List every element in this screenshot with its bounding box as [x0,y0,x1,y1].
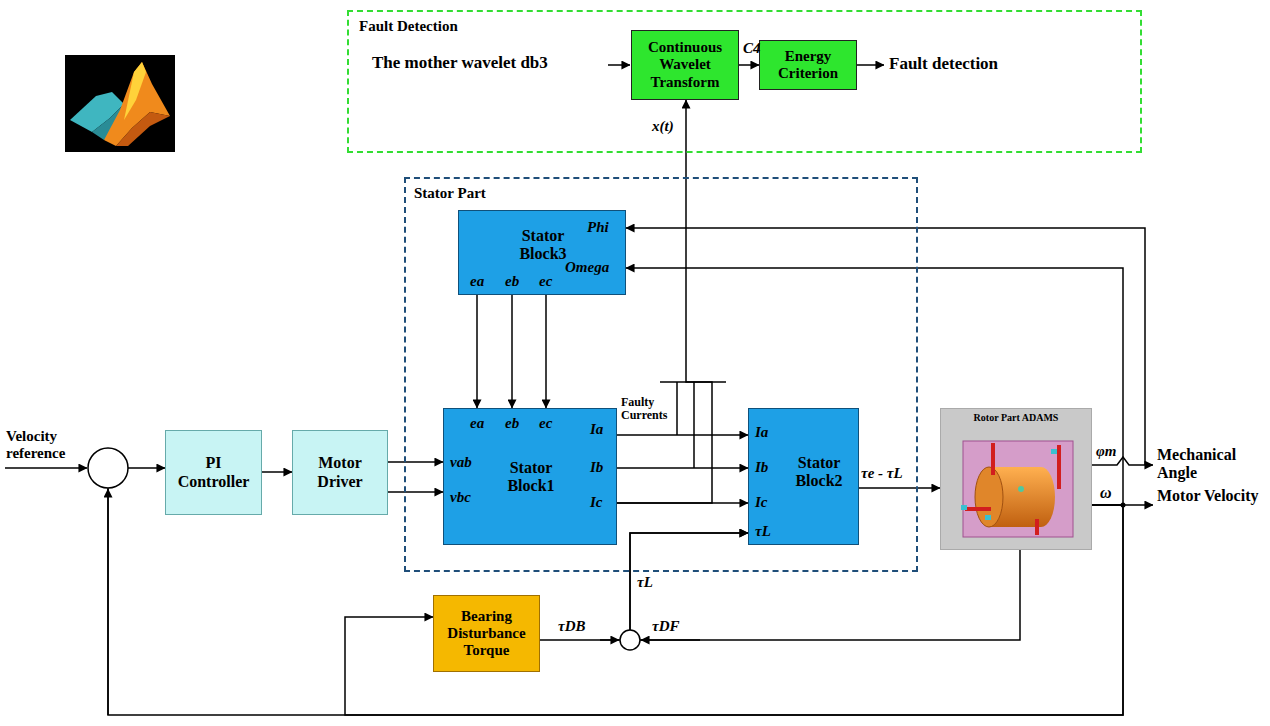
signal-connector [511,295,513,408]
signal-connector [476,295,478,408]
pin-name: ec [539,273,552,290]
node-title: Continuous Wavelet Transform [638,39,732,91]
signal-name: τe - τL [861,465,903,482]
signal-connector [859,487,940,489]
node-title: Stator Block2 [783,454,855,491]
node-title: PI Controller [172,454,255,491]
signal-name: τDB [558,618,586,635]
pin-name: eb [505,415,519,432]
signal-name: φm [1096,443,1116,460]
signal-connector [617,100,712,503]
signal-connector [617,467,748,469]
controller-box: PI Controller [165,430,262,515]
node-title: Stator Part [414,185,486,202]
node-title: Stator Block1 [486,459,576,496]
stator-block: Stator Block2 IaIbIc τL [748,408,859,545]
branch-dot [1121,503,1126,508]
pin-name: Ia [755,424,768,441]
driver-box: Motor Driver [292,430,388,515]
pin-name: ec [539,415,552,432]
rotor-part: Rotor Part ADAMS [940,408,1092,550]
pin-name: τL [755,523,771,540]
signal-connector [388,461,443,463]
signal-name: x(t) [652,118,674,135]
stator-block: Stator Block3PhiOmega ea eb ec [458,210,626,295]
node-title: Motor Driver [299,454,381,491]
signal-name: C4 [743,40,761,57]
input-label: The mother wavelet db3 [372,54,548,73]
wires [5,65,1153,715]
node-title: Energy Criterion [766,48,850,83]
signal-connector [739,64,759,66]
input-label: Velocity reference [6,428,92,461]
stator-block: Stator Block1 ea eb ec IaIbIc vab vbc [443,408,617,545]
signal-connector [617,434,748,436]
pin-name: ea [470,415,484,432]
pin-name: ea [470,273,484,290]
signal-connector [262,471,292,473]
sum-junction [620,630,640,650]
sum-junction [88,448,128,488]
pin-name: Phi [587,219,609,236]
process-box: Energy Criterion [759,40,857,90]
pin-name: vab [450,454,472,471]
output-label: Mechanical Angle [1157,446,1262,481]
node-title: Rotor Part ADAMS [974,412,1059,424]
matlab-logo [65,55,175,152]
node-title: Stator Block3 [497,227,589,264]
signal-name: Faulty Currents [621,396,673,422]
signal-connector [540,533,748,640]
pin-name: eb [505,273,519,290]
signal-name: τDF [652,618,680,635]
disturbance-box: Bearing Disturbance Torque [433,595,540,672]
pin-name: Ib [755,459,768,476]
pin-name: Ic [755,494,768,511]
pin-name: Ic [590,494,603,511]
signal-name: τL [637,574,653,591]
pin-name: Ib [590,459,603,476]
node-title: Bearing Disturbance Torque [440,608,533,660]
output-label: Motor Velocity [1157,487,1262,505]
signal-connector [388,491,443,493]
pin-name: Ia [590,421,603,438]
pin-name: Omega [565,259,609,276]
pin-name: vbc [450,489,471,506]
signal-connector [545,295,547,408]
fault-detection-band: Fault DetectionContinuous Wavelet Transf… [347,10,1142,153]
rotor-illustration [941,409,1093,551]
process-box: Continuous Wavelet Transform [631,30,739,100]
output-label: Fault detection [889,55,998,74]
node-title: Fault Detection [359,18,458,35]
stator-part-band: Stator PartStator Block3PhiOmegaeaebecSt… [404,177,918,572]
signal-name: ω [1100,484,1112,502]
